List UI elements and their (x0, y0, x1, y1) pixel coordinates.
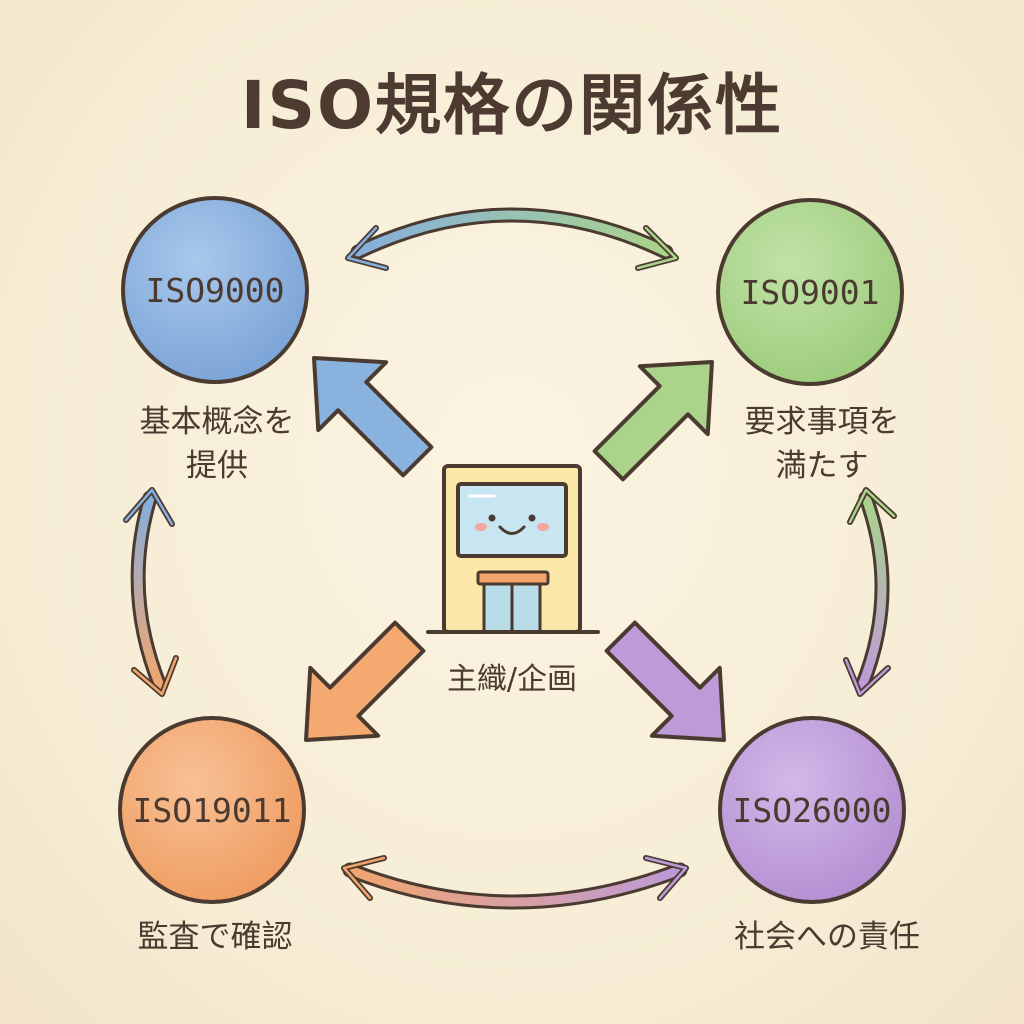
caption-iso26000: 社会への責任 (702, 915, 952, 959)
caption-line: 基本概念を (139, 404, 295, 440)
connector-top (345, 207, 679, 271)
caption-iso9000: 基本概念を 提供 (112, 400, 322, 488)
caption-line: 要求事項を (744, 404, 900, 440)
node-label: ISO26000 (733, 791, 892, 830)
arrow-to-iso9000 (312, 356, 434, 478)
page-title: ISO規格の関係性 (240, 67, 784, 144)
caption-line: 社会への責任 (734, 919, 920, 955)
connector-bottom (341, 855, 689, 910)
node-iso9000: ISO9000 (121, 196, 309, 384)
caption-iso9001: 要求事項を 満たす (712, 400, 932, 488)
caption-iso19011: 監査で確認 (110, 915, 320, 959)
arrow-to-iso26000 (604, 620, 726, 742)
building-icon (426, 464, 600, 634)
caption-line: 監査で確認 (137, 919, 293, 955)
caption-line: 提供 (186, 448, 248, 484)
connector-right (843, 487, 897, 697)
center-label: 主織/企画 (446, 662, 578, 697)
arrow-to-iso19011 (304, 620, 426, 742)
node-iso9001: ISO9001 (716, 198, 904, 386)
arrow-to-iso9001 (592, 360, 714, 482)
caption-line: 満たす (775, 448, 869, 484)
node-label: ISO9001 (740, 273, 879, 312)
connector-left (123, 487, 179, 697)
node-label: ISO19011 (133, 791, 292, 830)
node-iso19011: ISO19011 (118, 716, 306, 904)
node-label: ISO9000 (145, 271, 284, 310)
node-iso26000: ISO26000 (718, 716, 906, 904)
